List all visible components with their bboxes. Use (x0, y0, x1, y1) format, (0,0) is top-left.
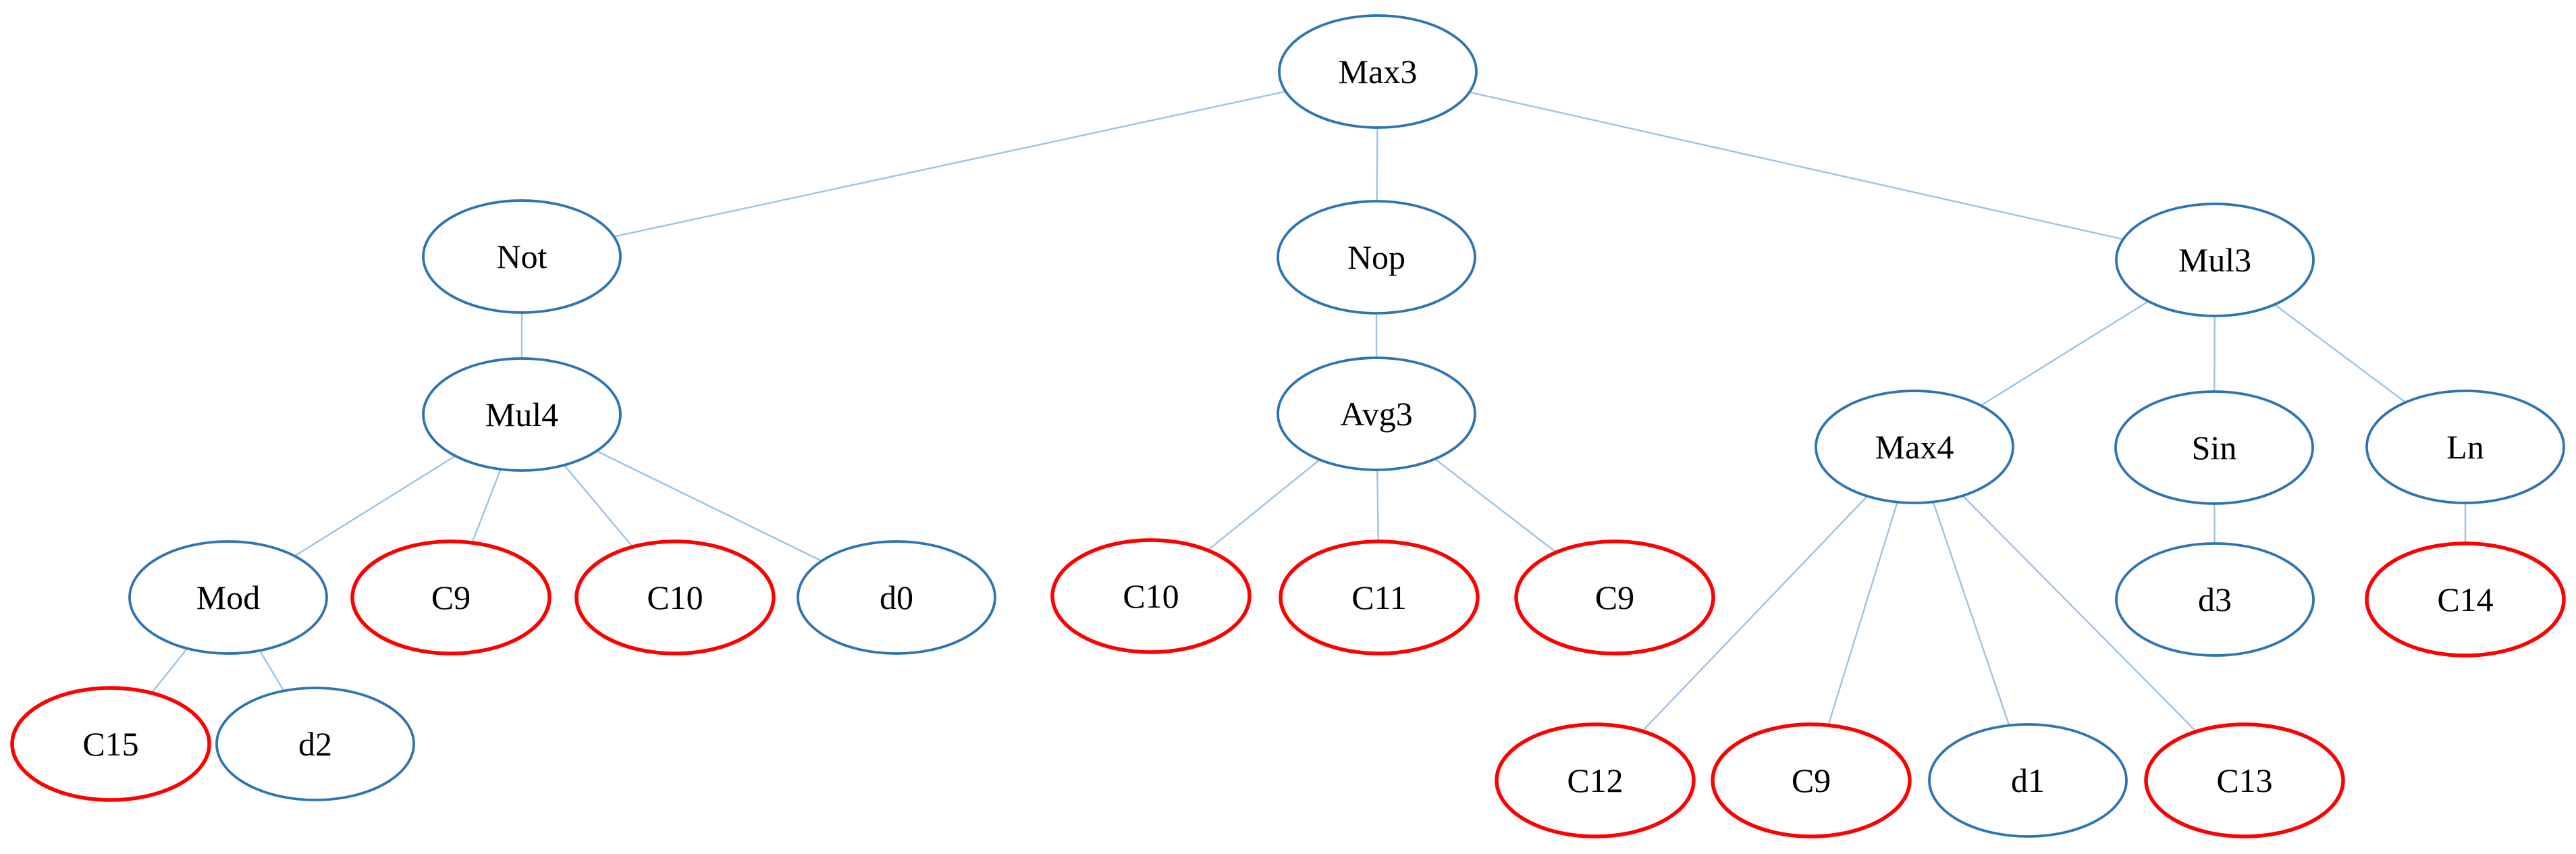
operator-ellipse-not (422, 199, 622, 314)
tree-node-c9_2: C9 (1514, 539, 1715, 656)
tree-node-c9_1: C9 (350, 539, 552, 656)
operator-ellipse-d0 (797, 540, 996, 655)
operator-ellipse-d1 (1928, 723, 2128, 838)
tree-node-mul3: Mul3 (2115, 203, 2315, 317)
tree-node-c10_1: C10 (574, 539, 776, 656)
tree-node-nop: Nop (1277, 200, 1476, 315)
constant-ellipse-c15 (10, 686, 211, 802)
tree-node-label-c15: C15 (82, 725, 138, 763)
tree-node-label-d0: d0 (880, 579, 913, 616)
constant-ellipse-c11 (1279, 539, 1480, 656)
tree-node-label-c9_1: C9 (431, 579, 471, 616)
tree-node-label-c9_2: C9 (1595, 579, 1634, 616)
tree-node-ln: Ln (2365, 390, 2565, 504)
tree-node-label-c13: C13 (2216, 762, 2272, 799)
tree-node-c9_3: C9 (1711, 722, 1912, 838)
tree-node-c13: C13 (2144, 722, 2345, 838)
tree-edge-max3-not (521, 70, 1378, 258)
tree-node-d0: d0 (797, 540, 996, 655)
operator-ellipse-ln (2365, 390, 2565, 504)
operator-ellipse-mul3 (2115, 203, 2315, 317)
tree-node-d2: d2 (215, 687, 415, 801)
tree-node-label-sin: Sin (2192, 429, 2237, 466)
tree-node-sin: Sin (2114, 390, 2314, 505)
constant-ellipse-c9_1 (350, 539, 552, 656)
tree-node-label-d3: d3 (2198, 581, 2232, 618)
tree-node-mul4: Mul4 (422, 357, 622, 472)
tree-node-not: Not (422, 199, 622, 314)
tree-node-mod: Mod (128, 540, 328, 655)
tree-node-label-ln: Ln (2446, 428, 2484, 466)
constant-ellipse-c9_2 (1514, 539, 1715, 656)
tree-node-label-not: Not (497, 238, 547, 275)
tree-node-avg3: Avg3 (1277, 356, 1476, 471)
tree-node-c14: C14 (2365, 541, 2566, 658)
tree-node-label-c10_1: C10 (647, 579, 703, 616)
constant-ellipse-c10_2 (1050, 538, 1252, 654)
tree-node-label-max4: Max4 (1875, 428, 1954, 466)
operator-ellipse-mul4 (422, 357, 622, 472)
tree-node-label-c11: C11 (1351, 579, 1407, 616)
constant-ellipse-c13 (2144, 722, 2345, 838)
tree-edge-max3-mul3 (1377, 70, 2216, 261)
tree-node-label-c10_2: C10 (1123, 577, 1179, 615)
tree-node-label-nop: Nop (1347, 238, 1405, 276)
tree-node-label-mod: Mod (196, 579, 260, 616)
operator-ellipse-avg3 (1277, 356, 1476, 471)
operator-ellipse-max4 (1815, 390, 2014, 504)
tree-node-label-d1: d1 (2011, 762, 2045, 799)
tree-node-label-avg3: Avg3 (1340, 395, 1412, 433)
constant-ellipse-c10_1 (574, 539, 776, 656)
constant-ellipse-c9_3 (1711, 722, 1912, 838)
tree-node-label-max3: Max3 (1339, 53, 1418, 90)
operator-ellipse-d2 (215, 687, 415, 801)
constant-ellipse-c14 (2365, 541, 2566, 658)
operator-ellipse-d3 (2115, 542, 2315, 657)
tree-node-label-mul3: Mul3 (2178, 241, 2251, 279)
tree-node-c12: C12 (1495, 722, 1696, 838)
tree-node-label-c9_3: C9 (1792, 762, 1831, 799)
operator-ellipse-mod (128, 540, 328, 655)
tree-node-c15: C15 (10, 686, 211, 802)
operator-ellipse-nop (1277, 200, 1476, 315)
tree-node-label-mul4: Mul4 (485, 396, 558, 433)
constant-ellipse-c12 (1495, 722, 1696, 838)
operator-ellipse-max3 (1278, 14, 1478, 129)
tree-edge-max4-c12 (1594, 446, 1915, 781)
operator-ellipse-sin (2114, 390, 2314, 505)
tree-node-max3: Max3 (1278, 14, 1478, 129)
tree-node-c10_2: C10 (1050, 538, 1252, 654)
tree-node-d3: d3 (2115, 542, 2315, 657)
tree-edge-max4-c13 (1914, 446, 2245, 781)
tree-node-d1: d1 (1928, 723, 2128, 838)
tree-node-label-c12: C12 (1567, 762, 1623, 799)
tree-node-c11: C11 (1279, 539, 1480, 656)
tree-node-label-c14: C14 (2437, 581, 2493, 618)
tree-node-max4: Max4 (1815, 390, 2014, 504)
tree-node-label-d2: d2 (298, 725, 332, 763)
